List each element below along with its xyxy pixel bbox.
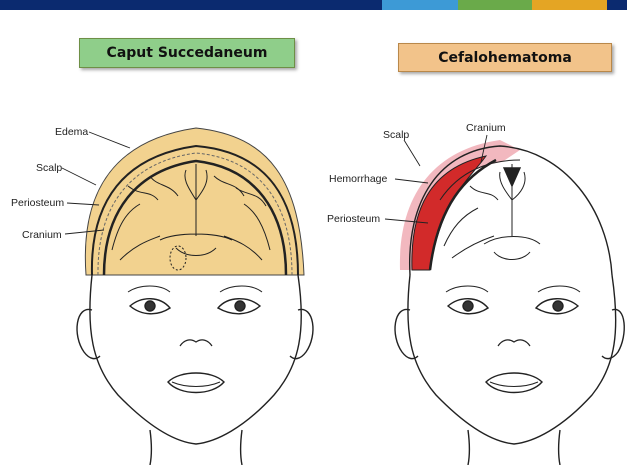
right-neck xyxy=(468,430,560,465)
left-pupil-l xyxy=(145,301,155,311)
label-periosteum-right: Periosteum xyxy=(327,213,380,225)
label-hemorrhage: Hemorrhage xyxy=(329,173,388,185)
label-periosteum-left: Periosteum xyxy=(11,197,64,209)
left-face-outline xyxy=(90,275,301,444)
left-eyebrow-l xyxy=(128,286,170,292)
left-mouth xyxy=(168,373,224,393)
label-edema: Edema xyxy=(55,126,88,138)
right-face-outline xyxy=(408,275,616,444)
right-eyebrow-l xyxy=(446,286,488,292)
right-pupil-l xyxy=(463,301,473,311)
label-scalp-left: Scalp xyxy=(36,162,62,174)
label-cranium-left: Cranium xyxy=(22,229,62,241)
right-pupil-r xyxy=(553,301,563,311)
left-neck xyxy=(150,430,242,465)
left-ear-left xyxy=(77,309,100,358)
label-scalp-right: Scalp xyxy=(383,129,409,141)
left-nose xyxy=(180,340,212,346)
right-eyebrow-r xyxy=(538,286,580,292)
left-edema-region xyxy=(85,128,304,275)
left-pupil-r xyxy=(235,301,245,311)
left-head-illustration xyxy=(77,128,313,465)
label-cranium-right: Cranium xyxy=(466,122,506,134)
right-ventricle-mark xyxy=(504,168,520,186)
right-head-illustration xyxy=(395,140,624,465)
right-ear-left xyxy=(395,309,418,358)
right-mouth xyxy=(486,373,542,393)
left-eyebrow-r xyxy=(220,286,262,292)
right-nose xyxy=(498,340,530,346)
